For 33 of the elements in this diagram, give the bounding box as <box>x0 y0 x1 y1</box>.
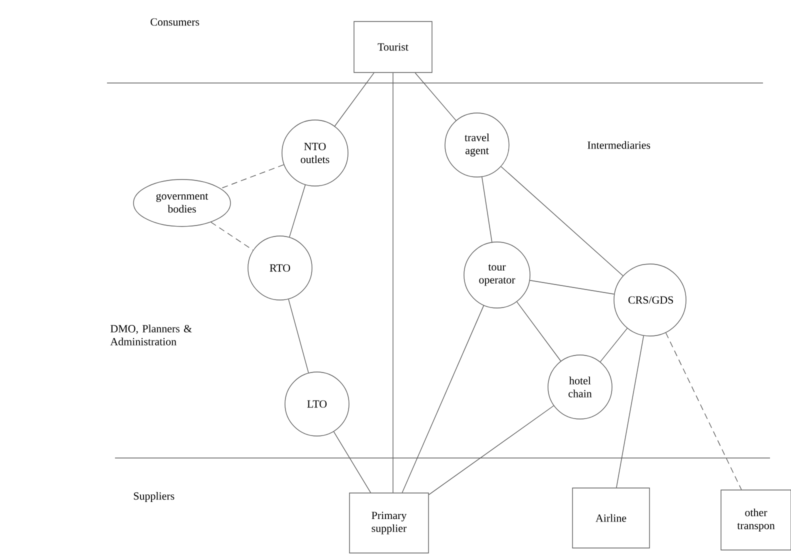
ellipse-node: government bodies <box>133 179 231 227</box>
circle-node: RTO <box>248 236 312 300</box>
connector-line <box>402 305 484 493</box>
circle-node: CRS/GDS <box>614 264 686 336</box>
region-label: DMO, Planners & Administration <box>110 324 192 346</box>
connector-line <box>500 166 624 276</box>
connector-line <box>210 222 254 250</box>
connector-line <box>482 176 492 242</box>
circle-node: travel agent <box>444 112 510 178</box>
process-box: other transpon <box>720 490 791 550</box>
circle-node: hotel chain <box>548 354 612 420</box>
connector-line <box>616 335 644 488</box>
connector-line <box>600 328 628 362</box>
connector-line <box>220 164 284 189</box>
connector-line <box>288 298 309 374</box>
connector-line <box>334 72 374 126</box>
region-label: Intermediaries <box>588 141 650 149</box>
process-box: Primary supplier <box>349 492 429 554</box>
process-box: Tourist <box>354 21 432 73</box>
connector-line <box>665 332 742 490</box>
region-label: Consumers <box>150 18 200 26</box>
connector-line <box>428 405 554 496</box>
region-label: Suppliers <box>134 492 174 502</box>
circle-node: tour operator <box>464 242 530 308</box>
connector-line <box>516 301 562 362</box>
connector-line <box>414 72 456 121</box>
connector-line <box>289 184 306 238</box>
circle-node: LTO <box>284 372 350 436</box>
connector-line <box>392 72 394 493</box>
process-box: Airline <box>572 488 650 548</box>
circle-node: NTO outlets <box>282 120 348 186</box>
connector-line <box>530 280 614 294</box>
connector-line <box>333 431 372 493</box>
